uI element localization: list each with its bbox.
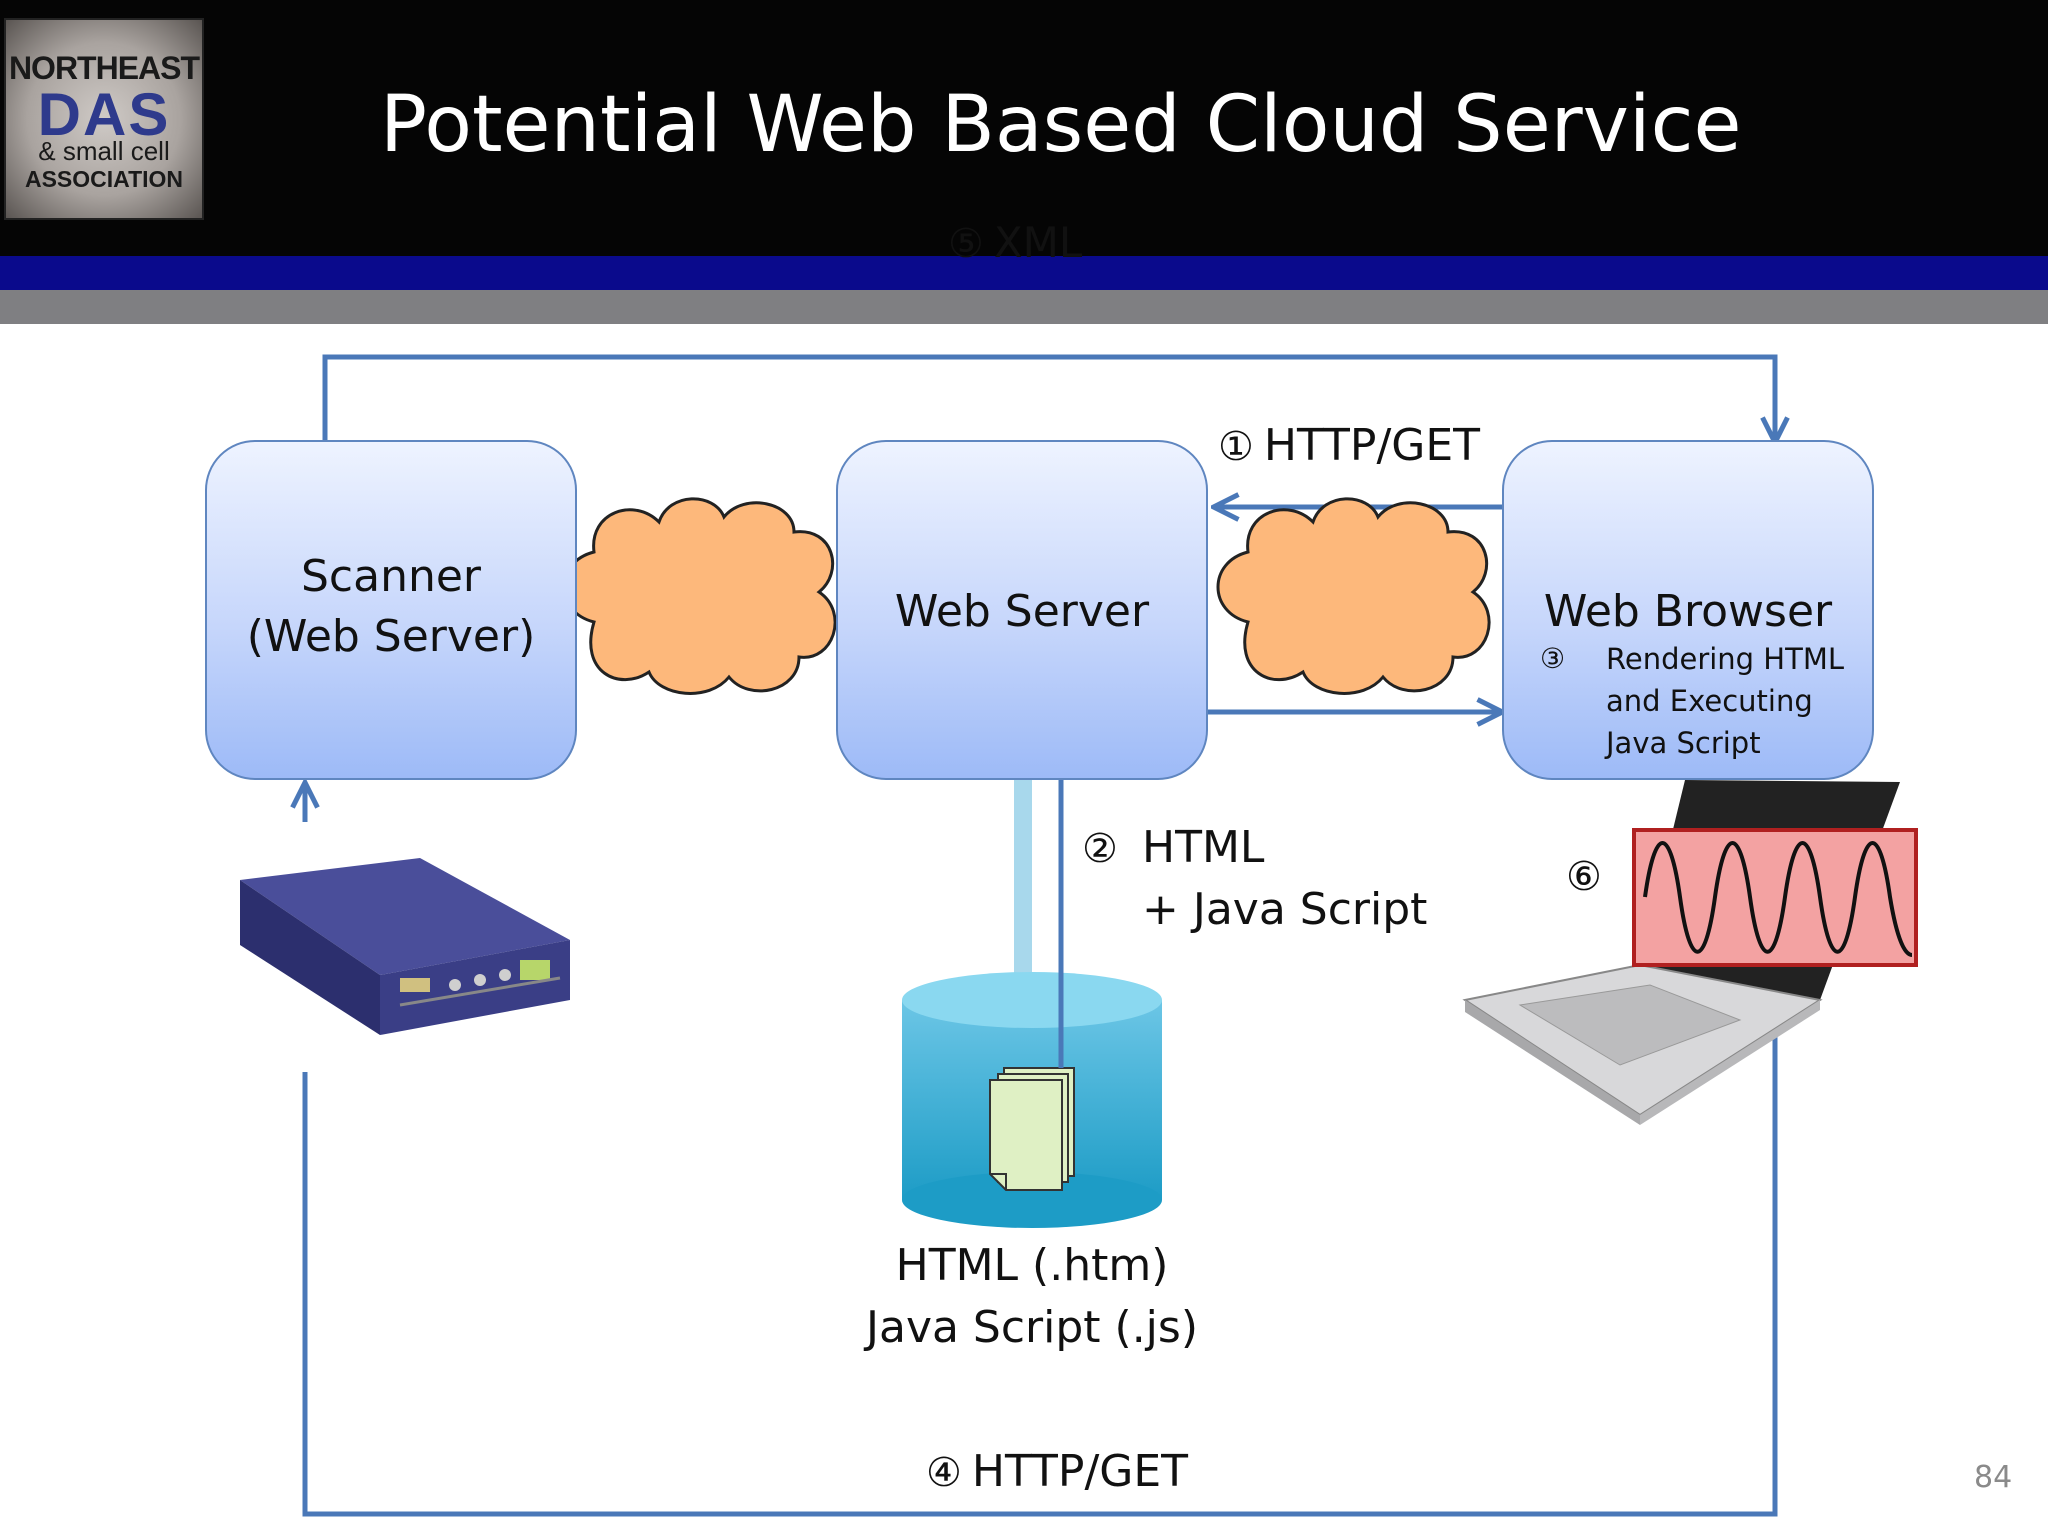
slide-header: [0, 0, 2048, 256]
step-2-line2: + Java Script: [1142, 884, 1428, 935]
network-cloud-icon: [1216, 497, 1491, 695]
waveform-display-icon: [1632, 828, 1918, 967]
step-1-text: HTTP/GET: [1263, 420, 1481, 471]
database-label-line2: Java Script (.js): [866, 1302, 1198, 1353]
server-db-link: [1014, 780, 1032, 1004]
step-6-number: ⑥: [1566, 854, 1602, 900]
step-1-number: ①: [1218, 424, 1254, 470]
header-blue-band: [0, 256, 2048, 290]
step-4-number: ④: [926, 1450, 962, 1496]
step-3-line3: Java Script: [1606, 726, 1761, 760]
document-stack-icon: [989, 1067, 1075, 1191]
logo-line-4: ASSOCIATION: [24, 166, 184, 192]
scanner-label-line2: (Web Server): [246, 611, 536, 662]
scanner-device-icon: [240, 858, 570, 1035]
database-label-line1: HTML (.htm): [895, 1240, 1169, 1291]
logo-line-1: NORTHEAST: [8, 50, 200, 86]
web-browser-label: Web Browser: [1543, 586, 1833, 637]
xml-flow-arrow: [322, 354, 1775, 440]
web-browser-node: Web Browser ③ Rendering HTML and Executi…: [1502, 440, 1874, 780]
network-cloud-icon: [562, 497, 837, 695]
step-4-text: HTTP/GET: [971, 1446, 1189, 1497]
logo-line-2: DAS: [37, 81, 171, 148]
scanner-node: Scanner (Web Server): [205, 440, 577, 780]
web-server-label: Web Server: [894, 586, 1150, 637]
step-2-line1: HTML: [1142, 822, 1265, 873]
header-gray-band: [0, 290, 2048, 324]
step-5-number: ⑤: [948, 221, 984, 267]
step-2-number: ②: [1082, 826, 1118, 872]
step-3-line2: and Executing: [1606, 684, 1813, 718]
step-3-line1: Rendering HTML: [1606, 642, 1845, 676]
step-5-text: XML: [993, 218, 1083, 267]
web-server-node: Web Server: [836, 440, 1208, 780]
http-get-arrow-4: [302, 785, 1778, 1517]
step-3-number: ③: [1540, 642, 1566, 675]
slide-title: Potential Web Based Cloud Service: [380, 80, 1742, 170]
association-logo: NORTHEAST DAS & small cell ASSOCIATION: [4, 18, 204, 220]
scanner-label-line1: Scanner: [300, 551, 482, 602]
logo-line-3: & small cell: [38, 136, 170, 166]
page-number: 84: [1974, 1460, 2013, 1495]
